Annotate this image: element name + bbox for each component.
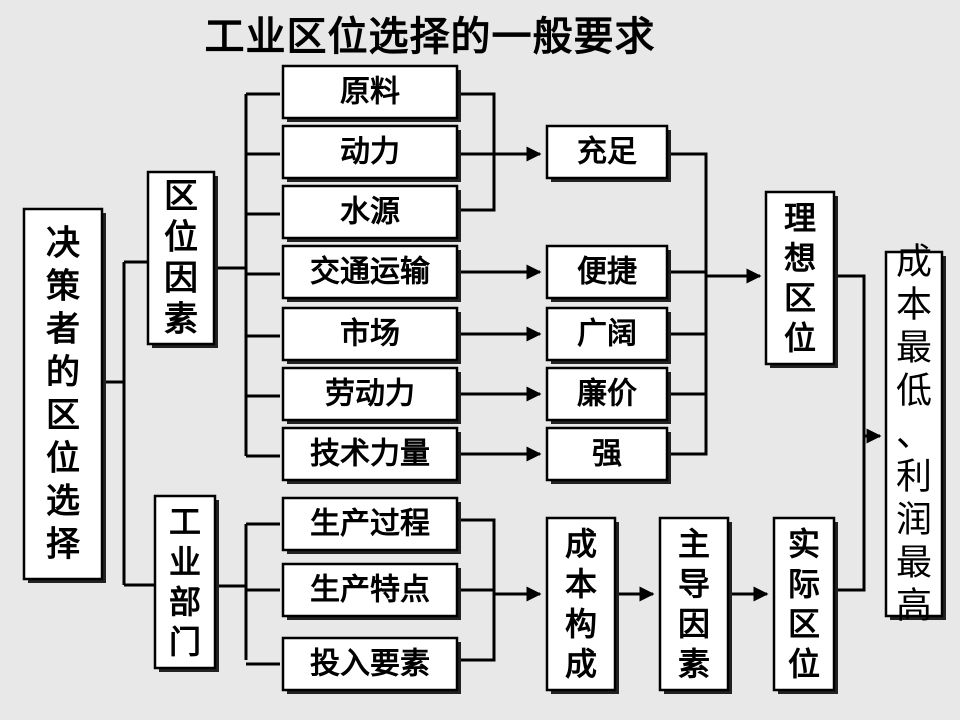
requirement-box-label: 充足 (577, 135, 637, 170)
goal-box-char: 本 (896, 285, 932, 326)
goal-box-char: 最 (896, 543, 932, 584)
ideal-location-box-char: 区 (784, 279, 816, 317)
boxes: 决策者的区位选择区位因素工业部门原料动力水源交通运输市场劳动力技术力量充足便捷广… (22, 64, 946, 694)
requirement-box-label: 便捷 (577, 255, 637, 290)
cost-structure-box-char: 成 (565, 645, 597, 683)
actual-location-box-char: 际 (788, 565, 820, 603)
process-box: 生产特点 (281, 562, 461, 620)
dominant-factor-box-char: 导 (678, 565, 710, 603)
ideal-location-box-char: 理 (784, 199, 816, 237)
decision-box-char: 择 (46, 525, 81, 565)
factors-group-box-char: 素 (164, 300, 198, 340)
requirement-box-label: 广阔 (577, 317, 637, 352)
ideal-location-box-char: 位 (784, 319, 816, 357)
decision-box-char: 区 (46, 396, 80, 436)
ideal-location-box-char: 想 (784, 239, 816, 277)
sectors-group-box-char: 工 (169, 503, 201, 541)
goal-box-char: 成 (896, 242, 932, 283)
factor-box-label: 市场 (340, 317, 400, 352)
decision-box-char: 选 (46, 482, 80, 522)
cost-structure-box-char: 本 (565, 565, 597, 603)
factor-box-label: 技术力量 (310, 437, 430, 472)
factors-group-box-char: 区 (164, 177, 198, 217)
goal-box-char: 高 (896, 586, 932, 627)
decision-box-char: 的 (46, 353, 80, 393)
requirement-box: 广阔 (545, 306, 671, 364)
requirement-box-label: 廉价 (577, 377, 637, 412)
process-box: 投入要素 (281, 636, 461, 694)
factor-box-label: 劳动力 (325, 377, 415, 412)
factors-group-box-char: 因 (164, 259, 198, 299)
goal-box-char: 润 (896, 500, 932, 541)
connectors (102, 92, 882, 666)
factor-box: 劳动力 (281, 366, 461, 424)
requirement-box: 充足 (545, 124, 671, 182)
decision-box-char: 策 (46, 267, 80, 307)
actual-location-box-char: 位 (788, 645, 820, 683)
requirement-box: 廉价 (545, 366, 671, 424)
factor-box-label: 水源 (340, 195, 400, 230)
decision-box-char: 决 (46, 224, 80, 264)
factor-box: 原料 (281, 64, 461, 122)
requirement-box: 便捷 (545, 244, 671, 302)
cost-structure-box-char: 构 (565, 605, 597, 643)
process-box: 生产过程 (281, 496, 461, 554)
dominant-factor-box-char: 因 (678, 605, 710, 643)
sectors-group-box-char: 部 (169, 583, 201, 621)
factor-box-label: 动力 (340, 135, 400, 170)
dominant-factor-box-char: 主 (678, 525, 710, 563)
factor-box-label: 交通运输 (310, 255, 431, 290)
dominant-factor-box-char: 素 (678, 645, 710, 683)
factors-group-box-char: 位 (164, 218, 198, 258)
factor-box: 技术力量 (281, 426, 461, 484)
goal-box-char: 低 (896, 371, 932, 412)
requirement-box-label: 强 (592, 437, 622, 472)
diagram-title: 工业区位选择的一般要求 (204, 14, 656, 60)
decision-box-char: 者 (46, 310, 80, 350)
sectors-group-box-char: 业 (169, 543, 201, 581)
process-box-label: 生产特点 (310, 573, 430, 608)
factor-box: 动力 (281, 124, 461, 182)
goal-box-char: 最 (896, 328, 932, 369)
goal-box-char: 利 (896, 457, 932, 498)
decision-box-char: 位 (46, 439, 80, 479)
factor-box: 交通运输 (281, 244, 461, 302)
process-box-label: 投入要素 (310, 647, 430, 682)
actual-location-box-char: 实 (788, 525, 820, 563)
requirement-box: 强 (545, 426, 671, 484)
cost-structure-box-char: 成 (565, 525, 597, 563)
sectors-group-box-char: 门 (169, 623, 201, 661)
process-box-label: 生产过程 (310, 507, 430, 542)
factor-box: 市场 (281, 306, 461, 364)
goal-box-char: 、 (896, 414, 932, 455)
factor-box-label: 原料 (340, 75, 400, 110)
actual-location-box-char: 区 (788, 605, 820, 643)
factor-box: 水源 (281, 184, 461, 242)
